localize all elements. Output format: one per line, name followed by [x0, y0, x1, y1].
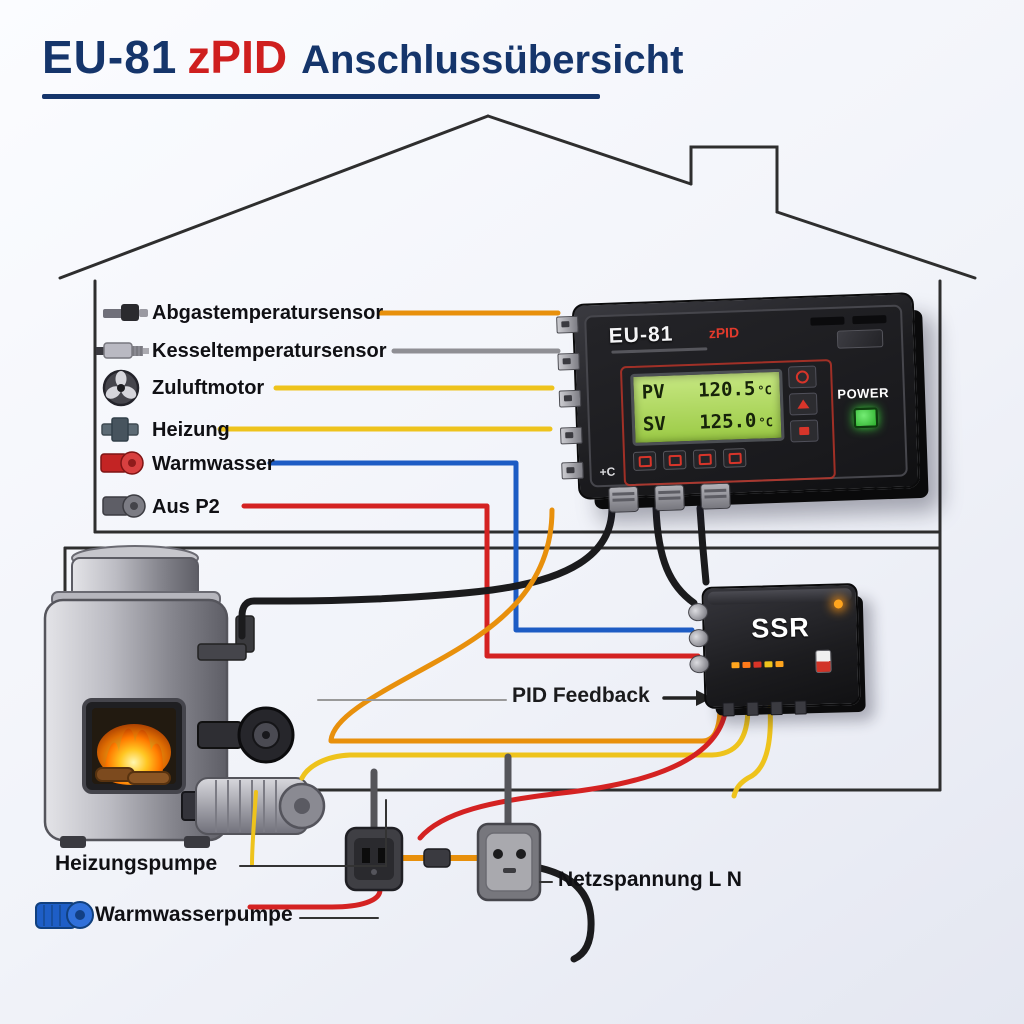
ssr-pin-1: [722, 702, 735, 717]
ssr-module: SSR: [687, 582, 861, 717]
menu-button[interactable]: [789, 419, 819, 443]
cable-gland-1: [608, 485, 639, 513]
wire-orange-down: [328, 507, 555, 743]
brand-emblem: [836, 329, 884, 349]
cable-black-plug2-out: [536, 864, 595, 963]
wire-yellow-feedback: [299, 704, 751, 781]
coupler-sleeve: [423, 848, 451, 868]
controller-subline: [611, 347, 708, 354]
controller-terminal-5: [561, 461, 584, 480]
controller-bezel: EU-81 zPID PV 120.5°C SV 125.0°C: [584, 304, 908, 488]
lcd-sv-unit: °C: [758, 415, 774, 430]
power-label: POWER: [837, 385, 890, 402]
title-model: zPID: [187, 31, 288, 83]
lcd-row-sv: SV 125.0°C: [634, 404, 781, 441]
controller-terminal-1: [556, 315, 579, 334]
power-button[interactable]: [853, 407, 879, 429]
wire-yellow-pump-tail: [250, 790, 258, 866]
cable-black-to-ssr-2: [696, 504, 710, 586]
lcd-pv-value: 120.5: [697, 377, 756, 402]
label-warmwasserpumpe: Warmwasserpumpe: [95, 903, 293, 926]
mini-button-4[interactable]: [722, 448, 747, 468]
label-heizungspumpe: Heizungspumpe: [55, 852, 218, 875]
mini-button-2[interactable]: [662, 450, 687, 470]
wire-red-bottom: [247, 887, 383, 910]
boiler-leg: [60, 836, 86, 848]
plug-gray: [476, 822, 542, 902]
wire-warmwasser: [267, 460, 695, 633]
ssr-pin-2: [746, 701, 759, 716]
ssr-pin-3: [770, 700, 783, 716]
valve-icon: [101, 417, 139, 442]
controller-lcd: PV 120.5°C SV 125.0°C: [630, 368, 785, 446]
lcd-sv-label: SV: [642, 412, 667, 436]
label-aus-p2: Aus P2: [152, 496, 220, 518]
cable-black-to-boiler: [238, 504, 616, 640]
fan-icon: [102, 369, 140, 407]
pump-red-icon: [100, 451, 144, 475]
boiler-door: [82, 698, 186, 794]
lcd-pv-unit: °C: [757, 383, 773, 398]
title-underline: [42, 94, 600, 99]
ssr-label: SSR: [750, 612, 811, 644]
controller-terminal-3: [558, 389, 582, 408]
pump-blue-icon: [35, 901, 94, 929]
cable-gland-2: [654, 484, 685, 512]
ssr-pin-4: [794, 700, 807, 715]
boiler: [43, 545, 326, 848]
controller-corner-label: +C: [599, 464, 616, 480]
controller-mini-buttons: [632, 448, 747, 471]
label-zuluftmotor: Zuluftmotor: [152, 377, 265, 399]
boiler-sensor-icon: [96, 342, 149, 359]
ssr-status-led-icon: [833, 599, 844, 609]
up-button[interactable]: [788, 392, 818, 416]
heating-pump: [197, 706, 295, 764]
boiler-leg: [184, 836, 210, 848]
lcd-sv-value: 125.0: [698, 409, 757, 434]
label-warmwasser: Warmwasser: [152, 453, 275, 475]
plug-black: [344, 826, 404, 892]
title-brand: EU-81: [42, 31, 178, 83]
fire-logs: [95, 767, 171, 785]
vent-icon: [852, 315, 887, 325]
controller-terminal-4: [559, 426, 583, 445]
wire-aus-p2: [241, 503, 701, 659]
lcd-pv-label: PV: [641, 380, 666, 404]
wire-yellow-tail: [731, 704, 773, 799]
wire-red-ssr-to-plug: [417, 704, 729, 841]
wire-orange-feedback: [328, 709, 723, 744]
lcd-row-pv: PV 120.5°C: [633, 372, 780, 409]
ssr-terminal-red: [689, 654, 710, 674]
title-subtitle: Anschlussübersicht: [301, 38, 684, 82]
chimney-outline: [689, 145, 779, 214]
label-abgastemperatursensor: Abgastemperatursensor: [152, 302, 384, 324]
cable-black-to-ssr-1: [652, 504, 698, 607]
cable-gland-3: [700, 482, 731, 510]
vent-icon: [810, 316, 845, 326]
exhaust-sensor-icon: [103, 304, 148, 321]
label-pid-feedback: PID Feedback: [512, 684, 650, 707]
mini-button-1[interactable]: [632, 451, 657, 471]
label-kesseltemperatursensor: Kesseltemperatursensor: [152, 340, 387, 362]
controller-buttons: [787, 365, 819, 448]
mini-button-3[interactable]: [692, 449, 717, 469]
controller-eu81: EU-81 zPID PV 120.5°C SV 125.0°C: [556, 292, 921, 513]
controller-model-badge: zPID: [708, 324, 740, 342]
controller-terminal-2: [557, 352, 580, 371]
label-netzspannung: Netzspannung L N: [558, 868, 742, 891]
pump-gray-icon: [102, 494, 146, 518]
controller-brand: EU-81: [608, 322, 674, 348]
hot-water-pump-motor: [181, 777, 326, 835]
heizungspumpe-leader: [239, 799, 387, 867]
label-heizung: Heizung: [152, 419, 230, 441]
ssr-rocker-switch[interactable]: [815, 649, 832, 674]
alarm-button[interactable]: [787, 365, 817, 389]
ssr-indicator-strip: [731, 660, 784, 669]
